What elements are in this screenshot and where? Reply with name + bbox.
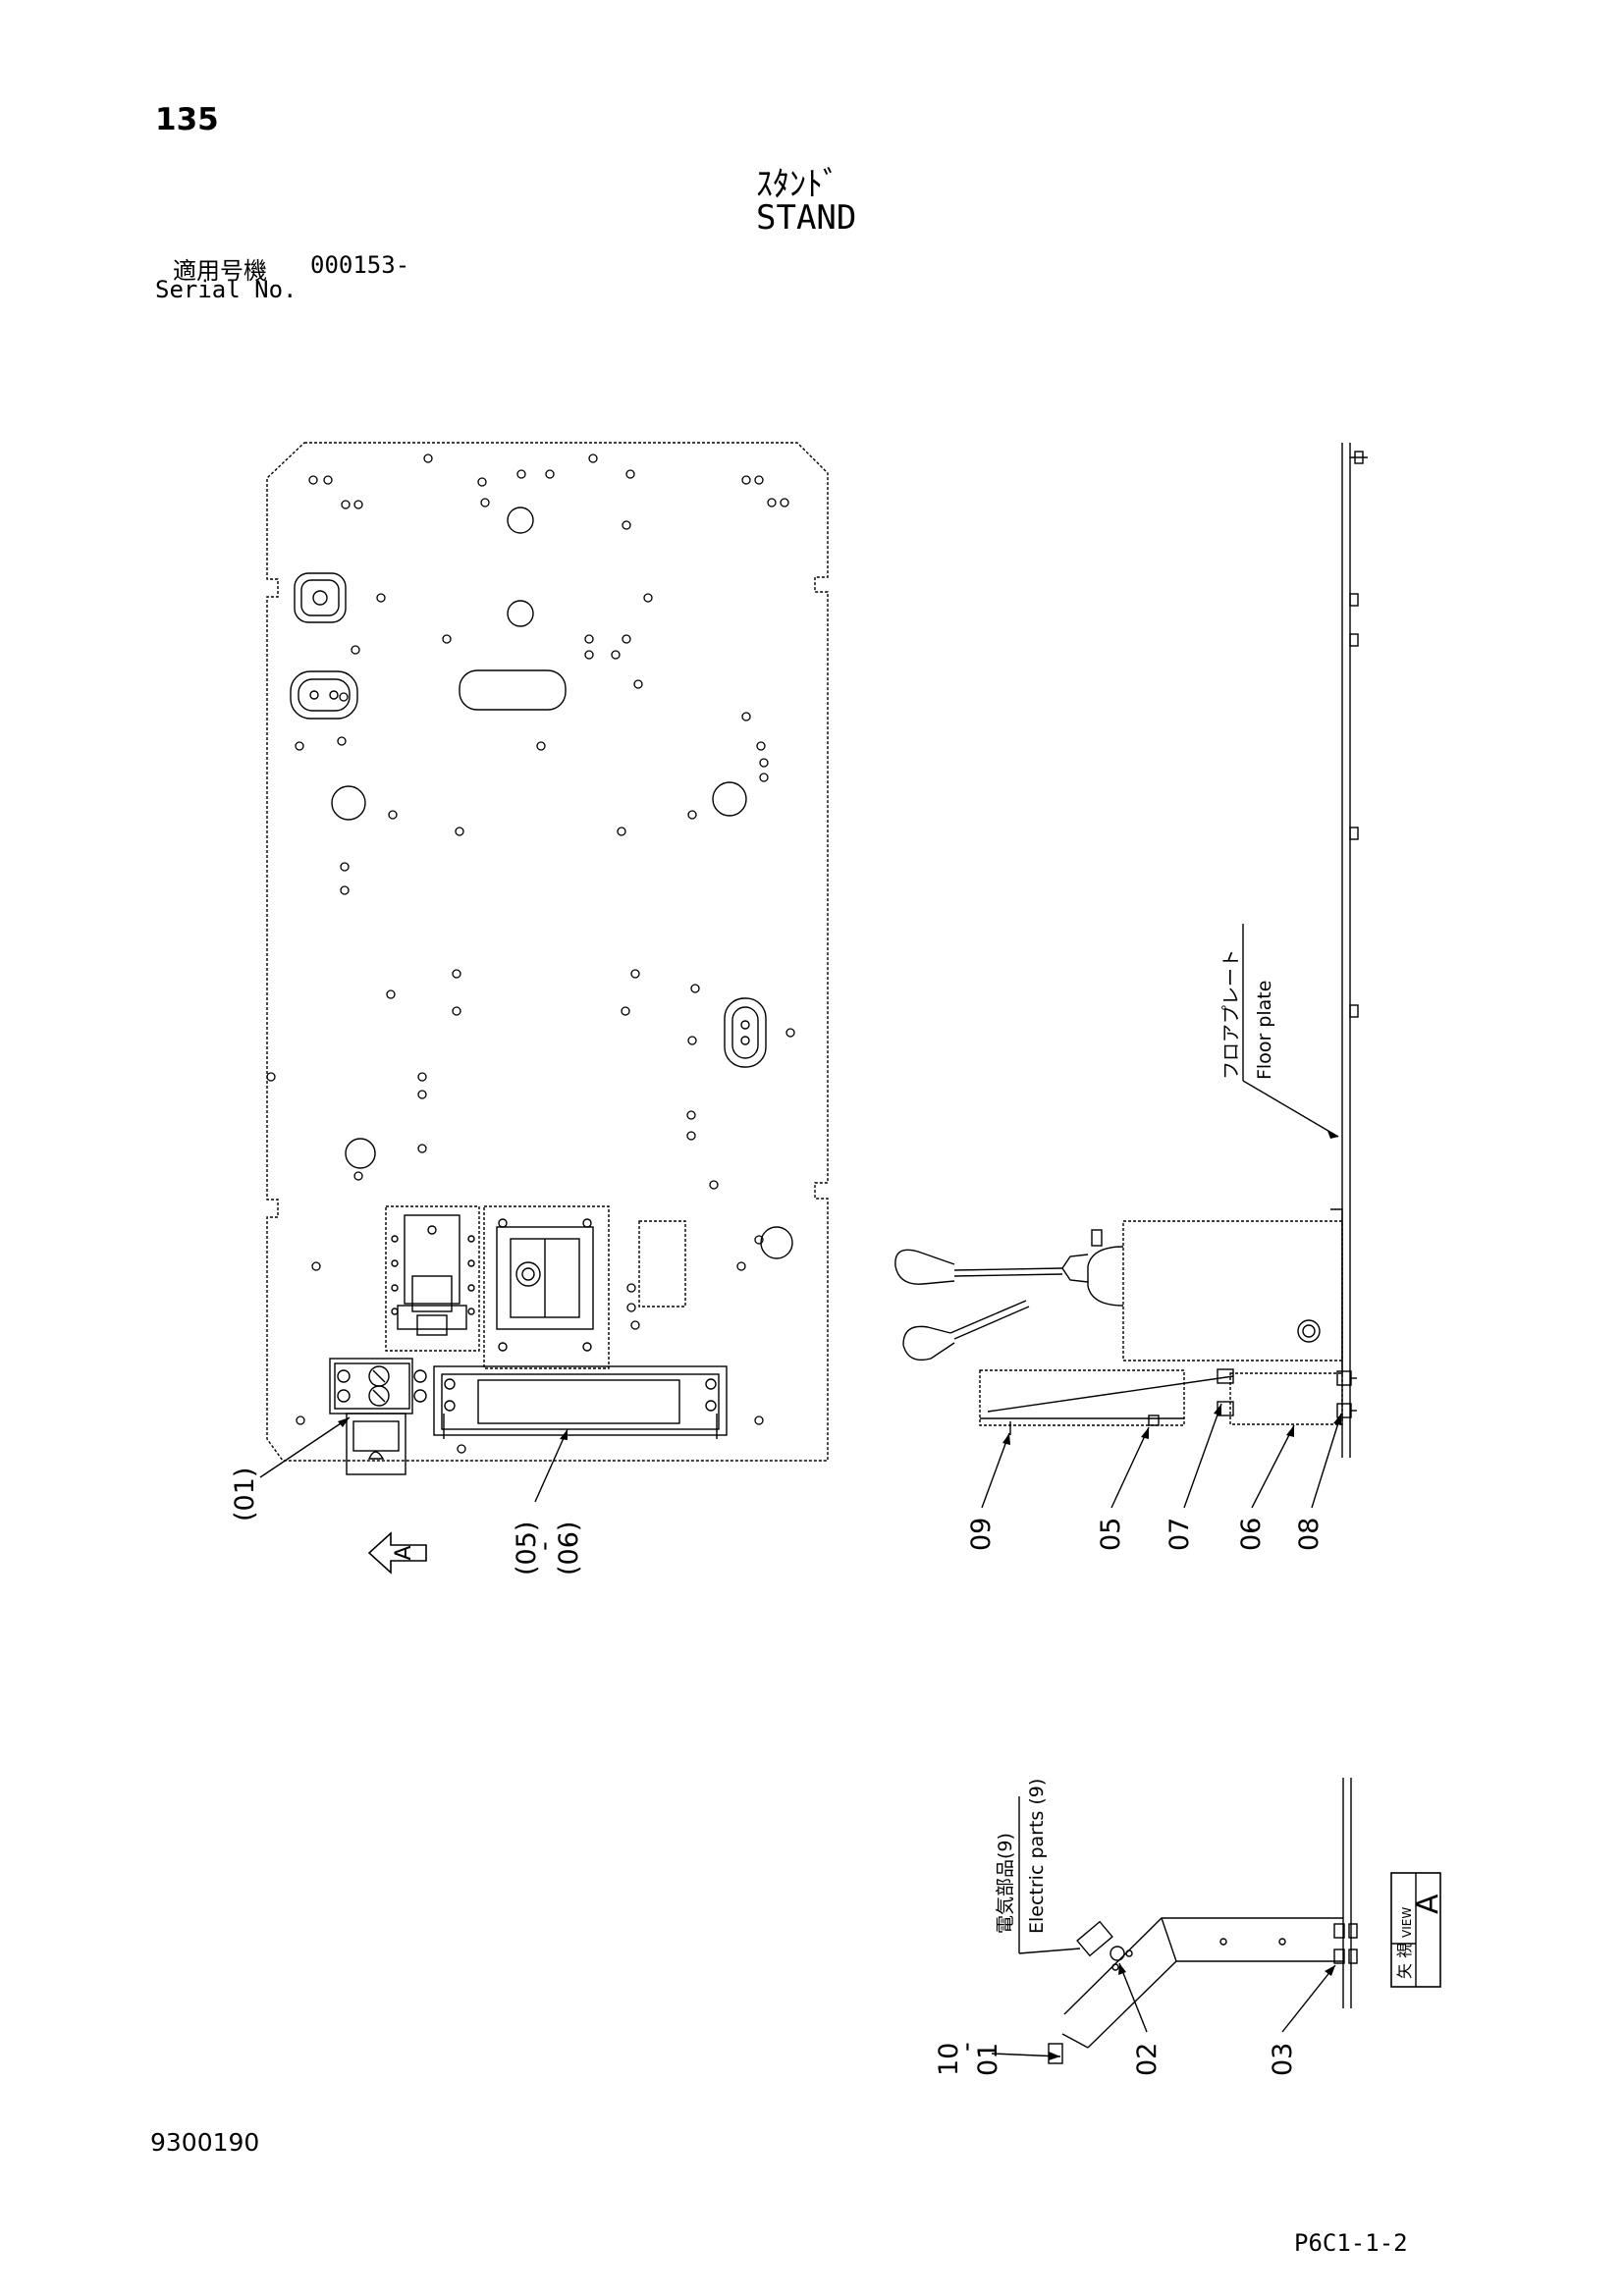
serial-number-value: 000153- — [310, 251, 410, 279]
leader-lines — [259, 924, 1342, 2057]
floor-plate-label-japanese: フロアプレート — [1220, 949, 1242, 1080]
floor-plate-label-english: Floor plate — [1254, 981, 1275, 1080]
callout-plan-dash: - — [529, 1541, 560, 1551]
callout-view-10: 10 — [934, 2043, 964, 2076]
callout-view-03: 03 — [1268, 2043, 1298, 2076]
callout-view-02: 02 — [1132, 2043, 1163, 2076]
serial-label-japanese: 適用号機 — [173, 257, 267, 285]
callout-plan-06: (06) — [554, 1522, 584, 1575]
electric-parts-label-english: Electric parts (9) — [1026, 1779, 1048, 1934]
view-letter: A — [1411, 1894, 1445, 1914]
view-marker-letter: A — [392, 1545, 416, 1560]
view-label-english: VIEW — [1400, 1907, 1414, 1938]
view-a-arrow-marker: A — [367, 1531, 427, 1575]
view-a-box: 矢 視 VIEW A — [1390, 1872, 1445, 1988]
title-japanese: ｽﾀﾝﾄﾞ — [756, 165, 839, 204]
document-number: 9300190 — [150, 2128, 260, 2157]
page-code: P6C1-1-2 — [1294, 2229, 1408, 2257]
floor-plate-plan-view — [266, 442, 829, 1475]
callout-side-08: 08 — [1294, 1518, 1325, 1551]
callout-plan-01: (01) — [230, 1468, 260, 1522]
callout-side-05: 05 — [1096, 1518, 1126, 1551]
title-english: STAND — [756, 198, 857, 238]
serial-label-english: Serial No. — [155, 276, 298, 303]
page-number: 135 — [155, 102, 219, 137]
view-a-detail — [1048, 1778, 1358, 2064]
view-label-japanese: 矢 視 — [1395, 1943, 1414, 1979]
callout-view-01: 01 — [973, 2043, 1003, 2076]
callout-plan-05: (05) — [512, 1522, 542, 1575]
side-elevation-view — [894, 443, 1368, 1458]
callout-view-dash: - — [951, 2042, 982, 2052]
callout-side-09: 09 — [966, 1518, 997, 1551]
electric-parts-label-japanese: 電気部品(9) — [995, 1833, 1016, 1934]
callout-side-06: 06 — [1236, 1518, 1267, 1551]
callout-side-07: 07 — [1164, 1518, 1195, 1551]
